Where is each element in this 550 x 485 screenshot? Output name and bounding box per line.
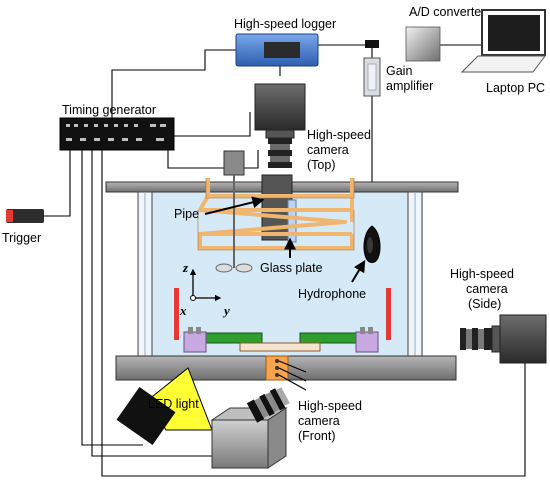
wire-logger-to-timing	[111, 49, 236, 118]
camera-front-label-1: High-speed	[298, 399, 362, 413]
axis-indicator	[189, 268, 222, 302]
gain-amplifier	[363, 57, 381, 97]
wire-timing-to-side-camera	[101, 150, 526, 477]
high-speed-camera-side	[460, 314, 547, 364]
pipe-coil-edges	[197, 178, 355, 251]
camera-side-label-3: (Side)	[468, 297, 501, 311]
front-wires	[278, 360, 307, 391]
high-speed-logger-label: High-speed logger	[234, 17, 336, 31]
front-window	[265, 355, 289, 381]
axis-z-label: z	[182, 260, 189, 275]
camera-front-label-3: (Front)	[298, 429, 336, 443]
label-arrows	[204, 196, 366, 283]
wire-trigger-to-timing	[42, 150, 71, 217]
camera-side-label-1: High-speed	[450, 267, 514, 281]
amplifier-label: amplifier	[386, 79, 433, 93]
camera-top-label-1: High-speed	[307, 128, 371, 142]
axis-x-label: x	[179, 303, 187, 318]
stirrer-impeller	[215, 263, 253, 273]
timing-generator-label: Timing generator	[62, 103, 156, 117]
gain-label: Gain	[386, 64, 412, 78]
high-speed-camera-front	[210, 387, 290, 469]
high-speed-camera-top	[254, 83, 306, 168]
wire-timing-to-camera-top	[170, 112, 251, 137]
laptop-pc-label: Laptop PC	[486, 81, 545, 95]
camera-front-label-2: camera	[298, 414, 340, 428]
pipe-coil	[198, 178, 354, 250]
camera-side-label-2: camera	[466, 282, 508, 296]
camera-top-label-3: (Top)	[307, 158, 335, 172]
timing-generator	[59, 117, 175, 151]
tank-wall-left	[137, 191, 153, 359]
axis-origin	[190, 295, 196, 301]
sensor-board-right	[299, 327, 379, 353]
signal-splitter-node	[365, 40, 379, 48]
trigger-device	[6, 209, 44, 223]
hydrophone	[363, 225, 381, 263]
stirrer-motor	[223, 150, 245, 176]
pipe-label: Pipe	[174, 207, 199, 221]
tank-wall-right	[407, 191, 423, 359]
camera-top-label-2: camera	[307, 143, 349, 157]
red-post-right	[386, 288, 391, 340]
sensor-board-left	[183, 327, 263, 353]
axis-y-label: y	[222, 303, 230, 318]
red-post-left	[174, 288, 179, 340]
test-plate	[239, 342, 321, 352]
laptop-pc	[460, 9, 546, 73]
trigger-label: Trigger	[2, 231, 41, 245]
ad-converter-label: A/D converter	[409, 5, 485, 19]
glass-plate-label: Glass plate	[260, 261, 323, 275]
wire-timing-to-led	[81, 150, 143, 446]
hydrophone-label: Hydrophone	[298, 287, 366, 301]
ad-converter	[405, 26, 441, 62]
led-light-label: LED light	[148, 397, 199, 411]
wire-timing-to-front-camera	[91, 150, 212, 457]
high-speed-logger	[235, 33, 319, 67]
